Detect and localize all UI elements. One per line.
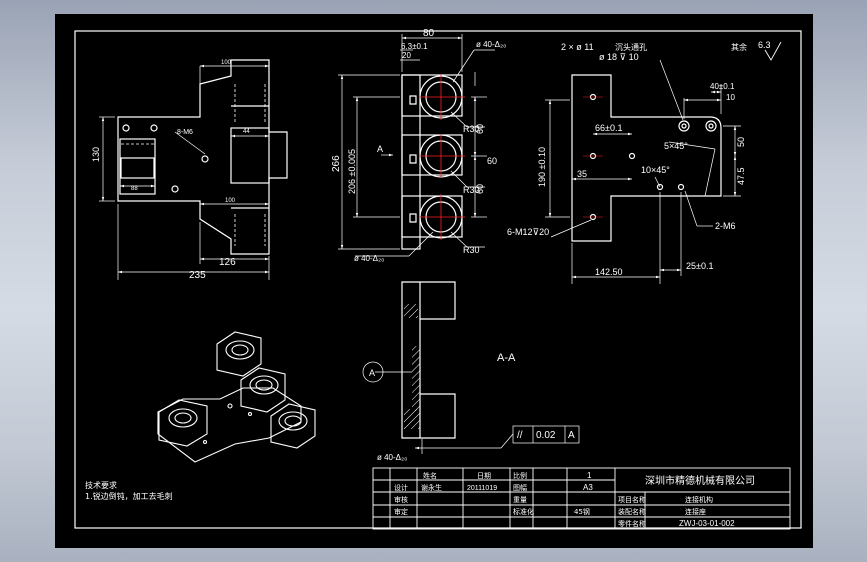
tb-designer: 谢永生 [421,483,442,492]
chamfer-a: 5×45° [664,141,688,151]
dim-126: 126 [219,257,236,268]
dim-88: 88 [131,186,138,192]
hole-note: 沉头通孔 [615,42,647,52]
dim-6-3: 6.3±0.1 [401,42,428,51]
dim-130: 130 [91,147,101,162]
thread-8m6: 8-M6 [177,129,193,136]
dim-35: 35 [577,169,587,179]
datum-circle [362,361,384,383]
tb-standard-label: 标准化 [513,507,534,516]
r30-a: R30 [463,124,480,134]
fcf-symbol: // [517,430,523,441]
dim-100-top: 100 [221,60,232,66]
tb-date: 20111019 [467,485,497,492]
notes-line-1: 技术要求 [85,480,117,490]
section-bore: ø 40-Δ₂₀ [377,453,407,462]
tb-scale-label: 比例 [513,471,527,480]
dim-206: 206 ±0.005 [347,149,357,194]
front-outline [117,59,288,255]
dim-235: 235 [189,270,206,281]
title-block [372,467,791,530]
tb-checker-label: 审核 [394,495,408,504]
tb-size-label: 图幅 [513,483,527,492]
hole-spec: 2 × ø 11 [561,42,594,52]
tb-approver-label: 审定 [394,507,408,516]
hole-spec-2: ø 18 ⊽ 10 [599,52,639,62]
front-pocket-left [119,138,156,195]
iso-block-1 [216,331,262,377]
section-title: A-A [497,352,516,364]
front-block-mid [230,127,270,184]
thread-2m6: 2-M6 [715,221,736,231]
dim-50: 50 [736,137,746,147]
roughness-note: 其余 [731,42,747,52]
bore-top: ø 40-Δ₂₀ [476,40,506,49]
tb-designer-label: 设计 [394,483,408,492]
isometric-view [157,331,316,463]
dim-266: 266 [331,155,342,172]
view-letter-a: A [377,144,383,154]
roughness-symbol [764,41,782,61]
datum-letter: A [369,368,375,378]
bore-bottom: ø 40-Δ₂₀ [354,254,384,263]
front-hole [201,155,209,163]
tb-scale: 1 [587,471,592,480]
dim-190: 190 ±0.10 [537,147,547,187]
tb-sheet-size: A3 [583,483,593,492]
dim-60-a: 60 [475,124,485,134]
iso-block-3 [270,403,316,449]
dim-10: 10 [726,93,735,102]
dim-44: 44 [243,129,250,135]
dim-80: 80 [423,28,435,39]
tb-company: 深圳市精德机械有限公司 [645,474,755,487]
tb-part-label: 零件名称 [618,519,646,528]
tb-weight-label: 重量 [513,496,527,504]
notes-line-2: 1.锐边倒钝，加工去毛刺 [85,491,173,501]
drawing-canvas[interactable]: 130 235 126 100 100 44 88 8-M6 [55,14,813,548]
plan-view [545,59,741,284]
fcf-box [512,425,580,444]
tb-assembly-label: 装配名称 [618,507,646,516]
dim-142-5: 142.50 [595,267,623,277]
r30-c: R30 [463,245,480,255]
section-view [362,281,580,454]
dim-40: 40±0.1 [710,82,735,91]
dim-66: 66±0.1 [595,123,622,133]
drawing-border [74,30,802,529]
thread-6m12: 6-M12⊽20 [507,227,549,237]
front-view [99,59,288,280]
chamfer-b: 10×45° [641,165,670,175]
dim-20: 20 [402,51,411,60]
tb-date-label: 日期 [477,472,491,480]
tb-drawing-no: ZWJ-03-01-002 [679,519,735,528]
roughness-value: 6.3 [758,40,771,50]
dim-25: 25±0.1 [686,261,713,271]
tb-name-label: 姓名 [423,471,437,480]
dim-100-bottom: 100 [225,198,236,204]
tb-part-name: 连接座 [685,507,706,516]
tb-assembly-value: 连接机构 [685,495,713,504]
dim-60-b: 60 [487,156,497,166]
iso-block-2 [240,367,286,413]
r30-b: R30 [463,185,480,195]
tb-project-label: 项目名称 [618,495,646,504]
cad-viewport[interactable]: 130 235 126 100 100 44 88 8-M6 [55,14,813,548]
fcf-datum: A [568,430,575,441]
tb-material: 45钢 [574,507,590,516]
dim-47-5: 47.5 [736,167,746,185]
side-view [338,34,495,257]
dim-60-c: 60 [475,184,485,194]
iso-block-4 [158,399,208,447]
fcf-tolerance: 0.02 [536,430,556,441]
